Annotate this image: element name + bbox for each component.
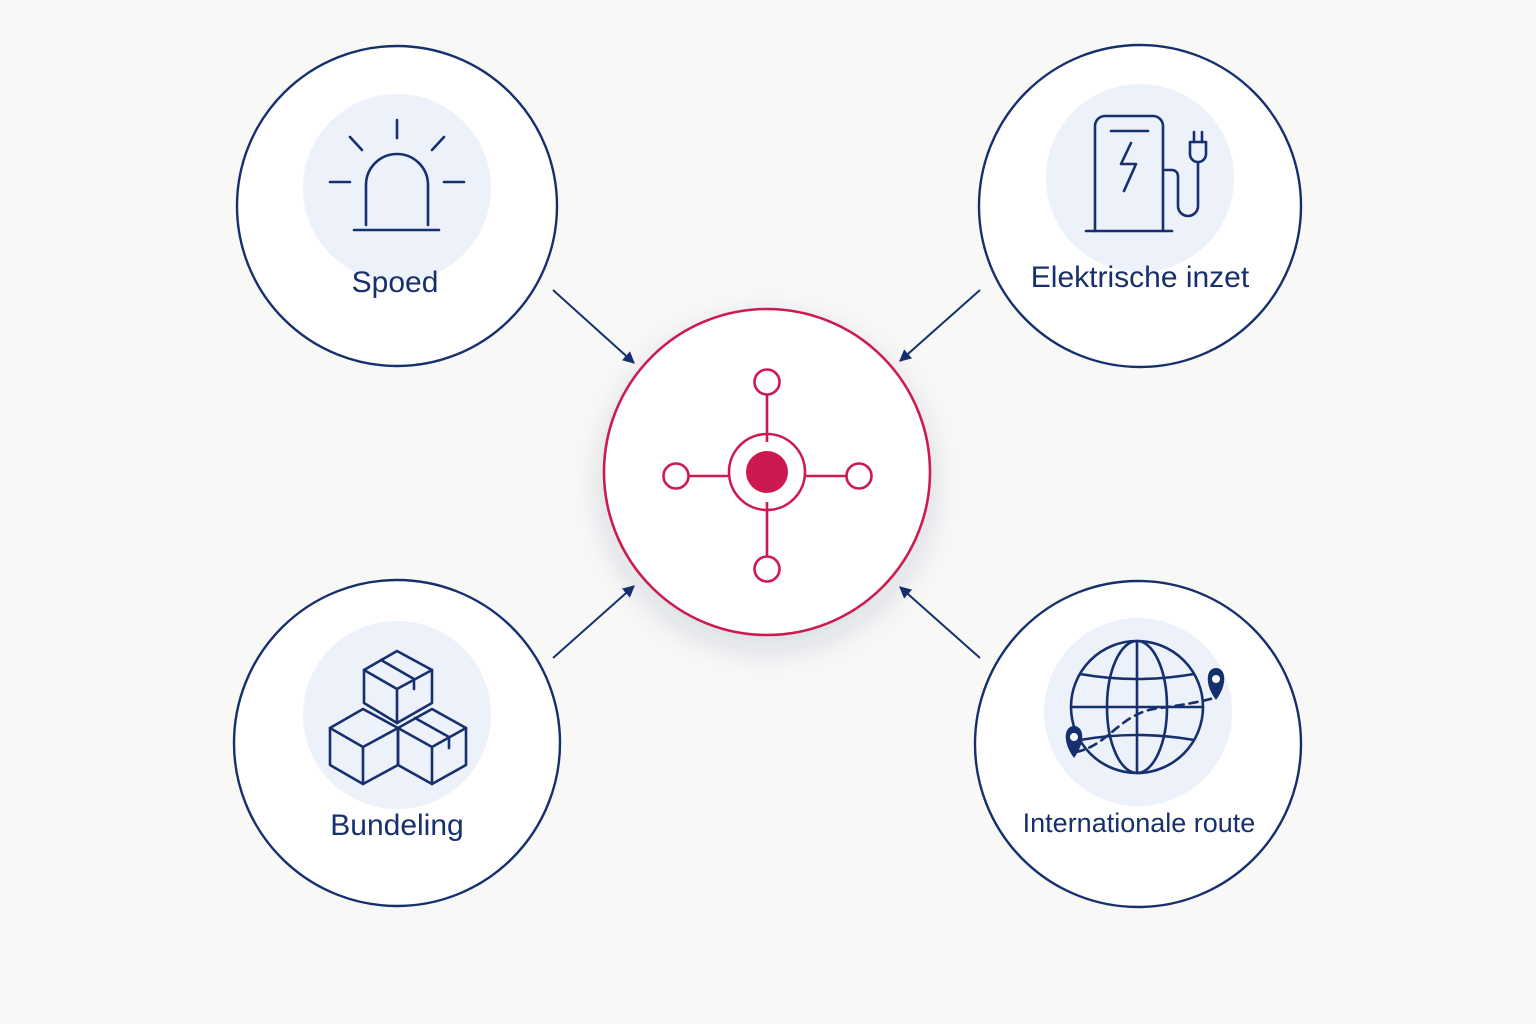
hub-node <box>602 307 932 637</box>
globe-route-icon <box>1065 639 1225 775</box>
alarm-light-icon <box>328 118 466 232</box>
icon-halo <box>303 94 491 282</box>
connector-arrows <box>552 289 981 659</box>
node-internationaal-label: Internationale route <box>1023 808 1256 838</box>
node-bundeling: Bundeling <box>232 578 562 908</box>
stacked-boxes-icon <box>328 649 468 786</box>
arrow-internationaal-to-hub <box>899 586 981 659</box>
arrow-bundeling-to-hub <box>552 585 635 659</box>
node-spoed: Spoed <box>235 44 559 368</box>
arrow-spoed-to-hub <box>552 289 635 364</box>
ev-charger-icon <box>1084 114 1208 233</box>
node-internationaal: Internationale route <box>973 579 1303 909</box>
node-bundeling-label: Bundeling <box>330 809 463 842</box>
arrow-elektrische-to-hub <box>899 289 981 362</box>
node-elektrische-label: Elektrische inzet <box>1031 261 1250 294</box>
icon-halo <box>1046 84 1234 272</box>
node-elektrische: Elektrische inzet <box>977 43 1303 369</box>
network-hub-icon <box>662 368 873 583</box>
node-spoed-label: Spoed <box>352 266 439 299</box>
